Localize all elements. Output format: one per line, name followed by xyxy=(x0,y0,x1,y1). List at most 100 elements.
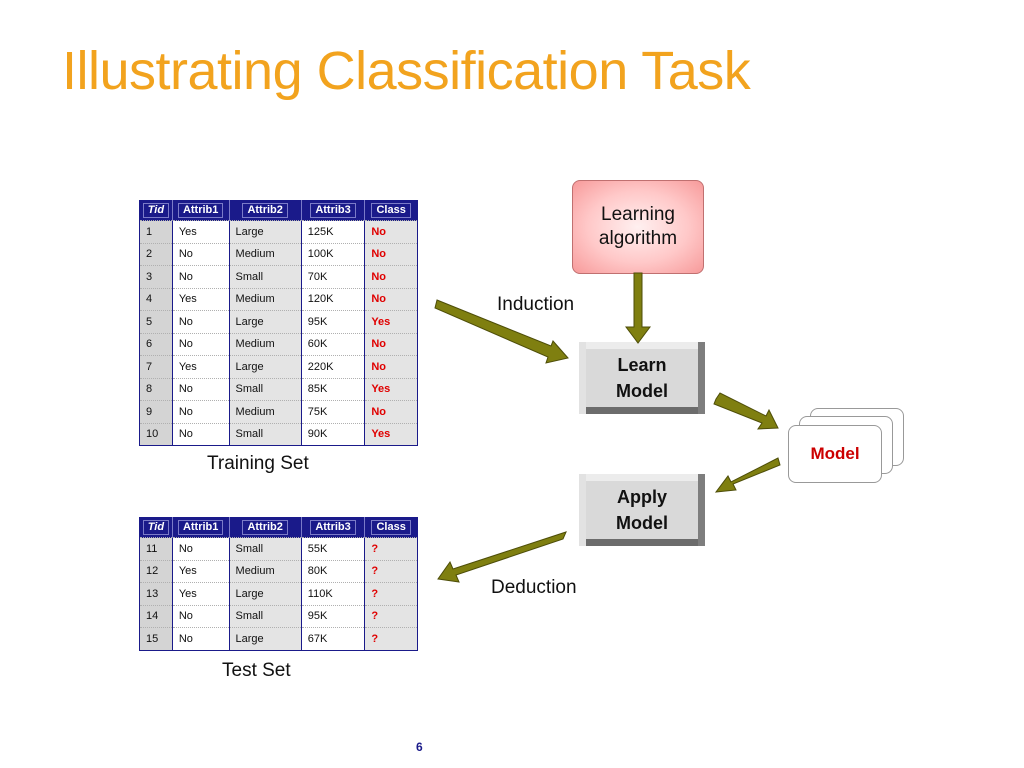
tid-cell: 14 xyxy=(139,604,173,628)
class-cell: No xyxy=(364,355,418,378)
tid-cell: 12 xyxy=(139,559,173,583)
attrib3-cell: 95K xyxy=(300,604,365,628)
attrib3-cell: 220K xyxy=(300,355,365,378)
table-header-row: Tid Attrib1 Attrib2 Attrib3 Class xyxy=(139,517,418,538)
learn-model-box: Learn Model xyxy=(579,342,705,414)
attrib3-cell: 67K xyxy=(300,627,365,650)
attrib2-cell: Medium xyxy=(228,287,302,311)
attrib2-cell: Small xyxy=(228,265,302,288)
class-cell: No xyxy=(364,220,418,243)
class-cell: Yes xyxy=(364,310,418,333)
tid-cell: 4 xyxy=(139,287,173,311)
learning-algorithm-box: Learning algorithm xyxy=(572,180,704,274)
algorithm-down-arrow xyxy=(625,272,651,344)
attrib3-cell: 55K xyxy=(300,537,365,560)
attrib2-cell: Medium xyxy=(228,400,302,423)
tid-cell: 3 xyxy=(139,265,173,288)
induction-label: Induction xyxy=(497,294,575,315)
page-number: 6 xyxy=(416,740,423,754)
header-attrib1: Attrib1 xyxy=(171,200,230,221)
attrib3-cell: 100K xyxy=(300,242,365,266)
tid-cell: 11 xyxy=(139,537,173,560)
tid-cell: 6 xyxy=(139,332,173,356)
header-attrib2: Attrib2 xyxy=(228,517,302,538)
tid-cell: 7 xyxy=(139,355,173,378)
deduction-label: Deduction xyxy=(491,577,577,598)
apply-model-line1: Apply xyxy=(616,487,667,507)
attrib3-cell: 90K xyxy=(300,422,365,446)
learning-algorithm-line1: Learning xyxy=(601,204,675,225)
attrib1-cell: No xyxy=(171,537,230,560)
tid-cell: 9 xyxy=(139,400,173,423)
model-to-apply-arrow xyxy=(714,457,781,493)
attrib1-cell: Yes xyxy=(171,220,230,243)
learning-algorithm-line2: algorithm xyxy=(598,228,678,249)
slide-title: Illustrating Classification Task xyxy=(62,41,751,101)
attrib1-cell: No xyxy=(171,265,230,288)
attrib3-cell: 120K xyxy=(300,287,365,311)
class-cell: No xyxy=(364,400,418,423)
attrib2-cell: Medium xyxy=(228,242,302,266)
class-cell: ? xyxy=(364,537,418,560)
attrib2-cell: Large xyxy=(228,310,302,333)
attrib2-cell: Medium xyxy=(228,559,302,583)
tid-cell: 1 xyxy=(139,220,173,243)
attrib2-cell: Medium xyxy=(228,332,302,356)
attrib2-cell: Small xyxy=(228,604,302,628)
attrib2-cell: Large xyxy=(228,582,302,605)
induction-arrow xyxy=(434,299,569,364)
class-cell: ? xyxy=(364,559,418,583)
class-cell: ? xyxy=(364,582,418,605)
attrib3-cell: 125K xyxy=(300,220,365,243)
attrib3-cell: 60K xyxy=(300,332,365,356)
attrib1-cell: No xyxy=(171,627,230,650)
tid-cell: 15 xyxy=(139,627,173,650)
header-attrib3: Attrib3 xyxy=(300,517,365,538)
attrib2-cell: Small xyxy=(228,377,302,401)
training-set-caption: Training Set xyxy=(207,453,309,474)
apply-model-box: Apply Model xyxy=(579,474,705,546)
attrib2-cell: Small xyxy=(228,537,302,560)
model-label: Model xyxy=(810,444,860,463)
learn-model-line2: Model xyxy=(616,381,668,401)
attrib1-cell: No xyxy=(171,422,230,446)
class-cell: No xyxy=(364,287,418,311)
apply-model-line2: Model xyxy=(616,513,668,533)
attrib2-cell: Small xyxy=(228,422,302,446)
attrib1-cell: Yes xyxy=(171,559,230,583)
attrib2-cell: Large xyxy=(228,220,302,243)
tid-cell: 13 xyxy=(139,582,173,605)
header-class: Class xyxy=(364,517,418,538)
attrib3-cell: 70K xyxy=(300,265,365,288)
deduction-arrow xyxy=(437,531,567,583)
attrib1-cell: Yes xyxy=(171,355,230,378)
test-set-caption: Test Set xyxy=(222,660,291,681)
attrib3-cell: 110K xyxy=(300,582,365,605)
attrib1-cell: No xyxy=(171,242,230,266)
header-tid: Tid xyxy=(139,200,173,221)
class-cell: ? xyxy=(364,604,418,628)
attrib3-cell: 85K xyxy=(300,377,365,401)
attrib1-cell: Yes xyxy=(171,287,230,311)
tid-cell: 5 xyxy=(139,310,173,333)
class-cell: ? xyxy=(364,627,418,650)
attrib1-cell: No xyxy=(171,332,230,356)
attrib1-cell: No xyxy=(171,310,230,333)
class-cell: No xyxy=(364,332,418,356)
class-cell: No xyxy=(364,265,418,288)
class-cell: Yes xyxy=(364,422,418,446)
